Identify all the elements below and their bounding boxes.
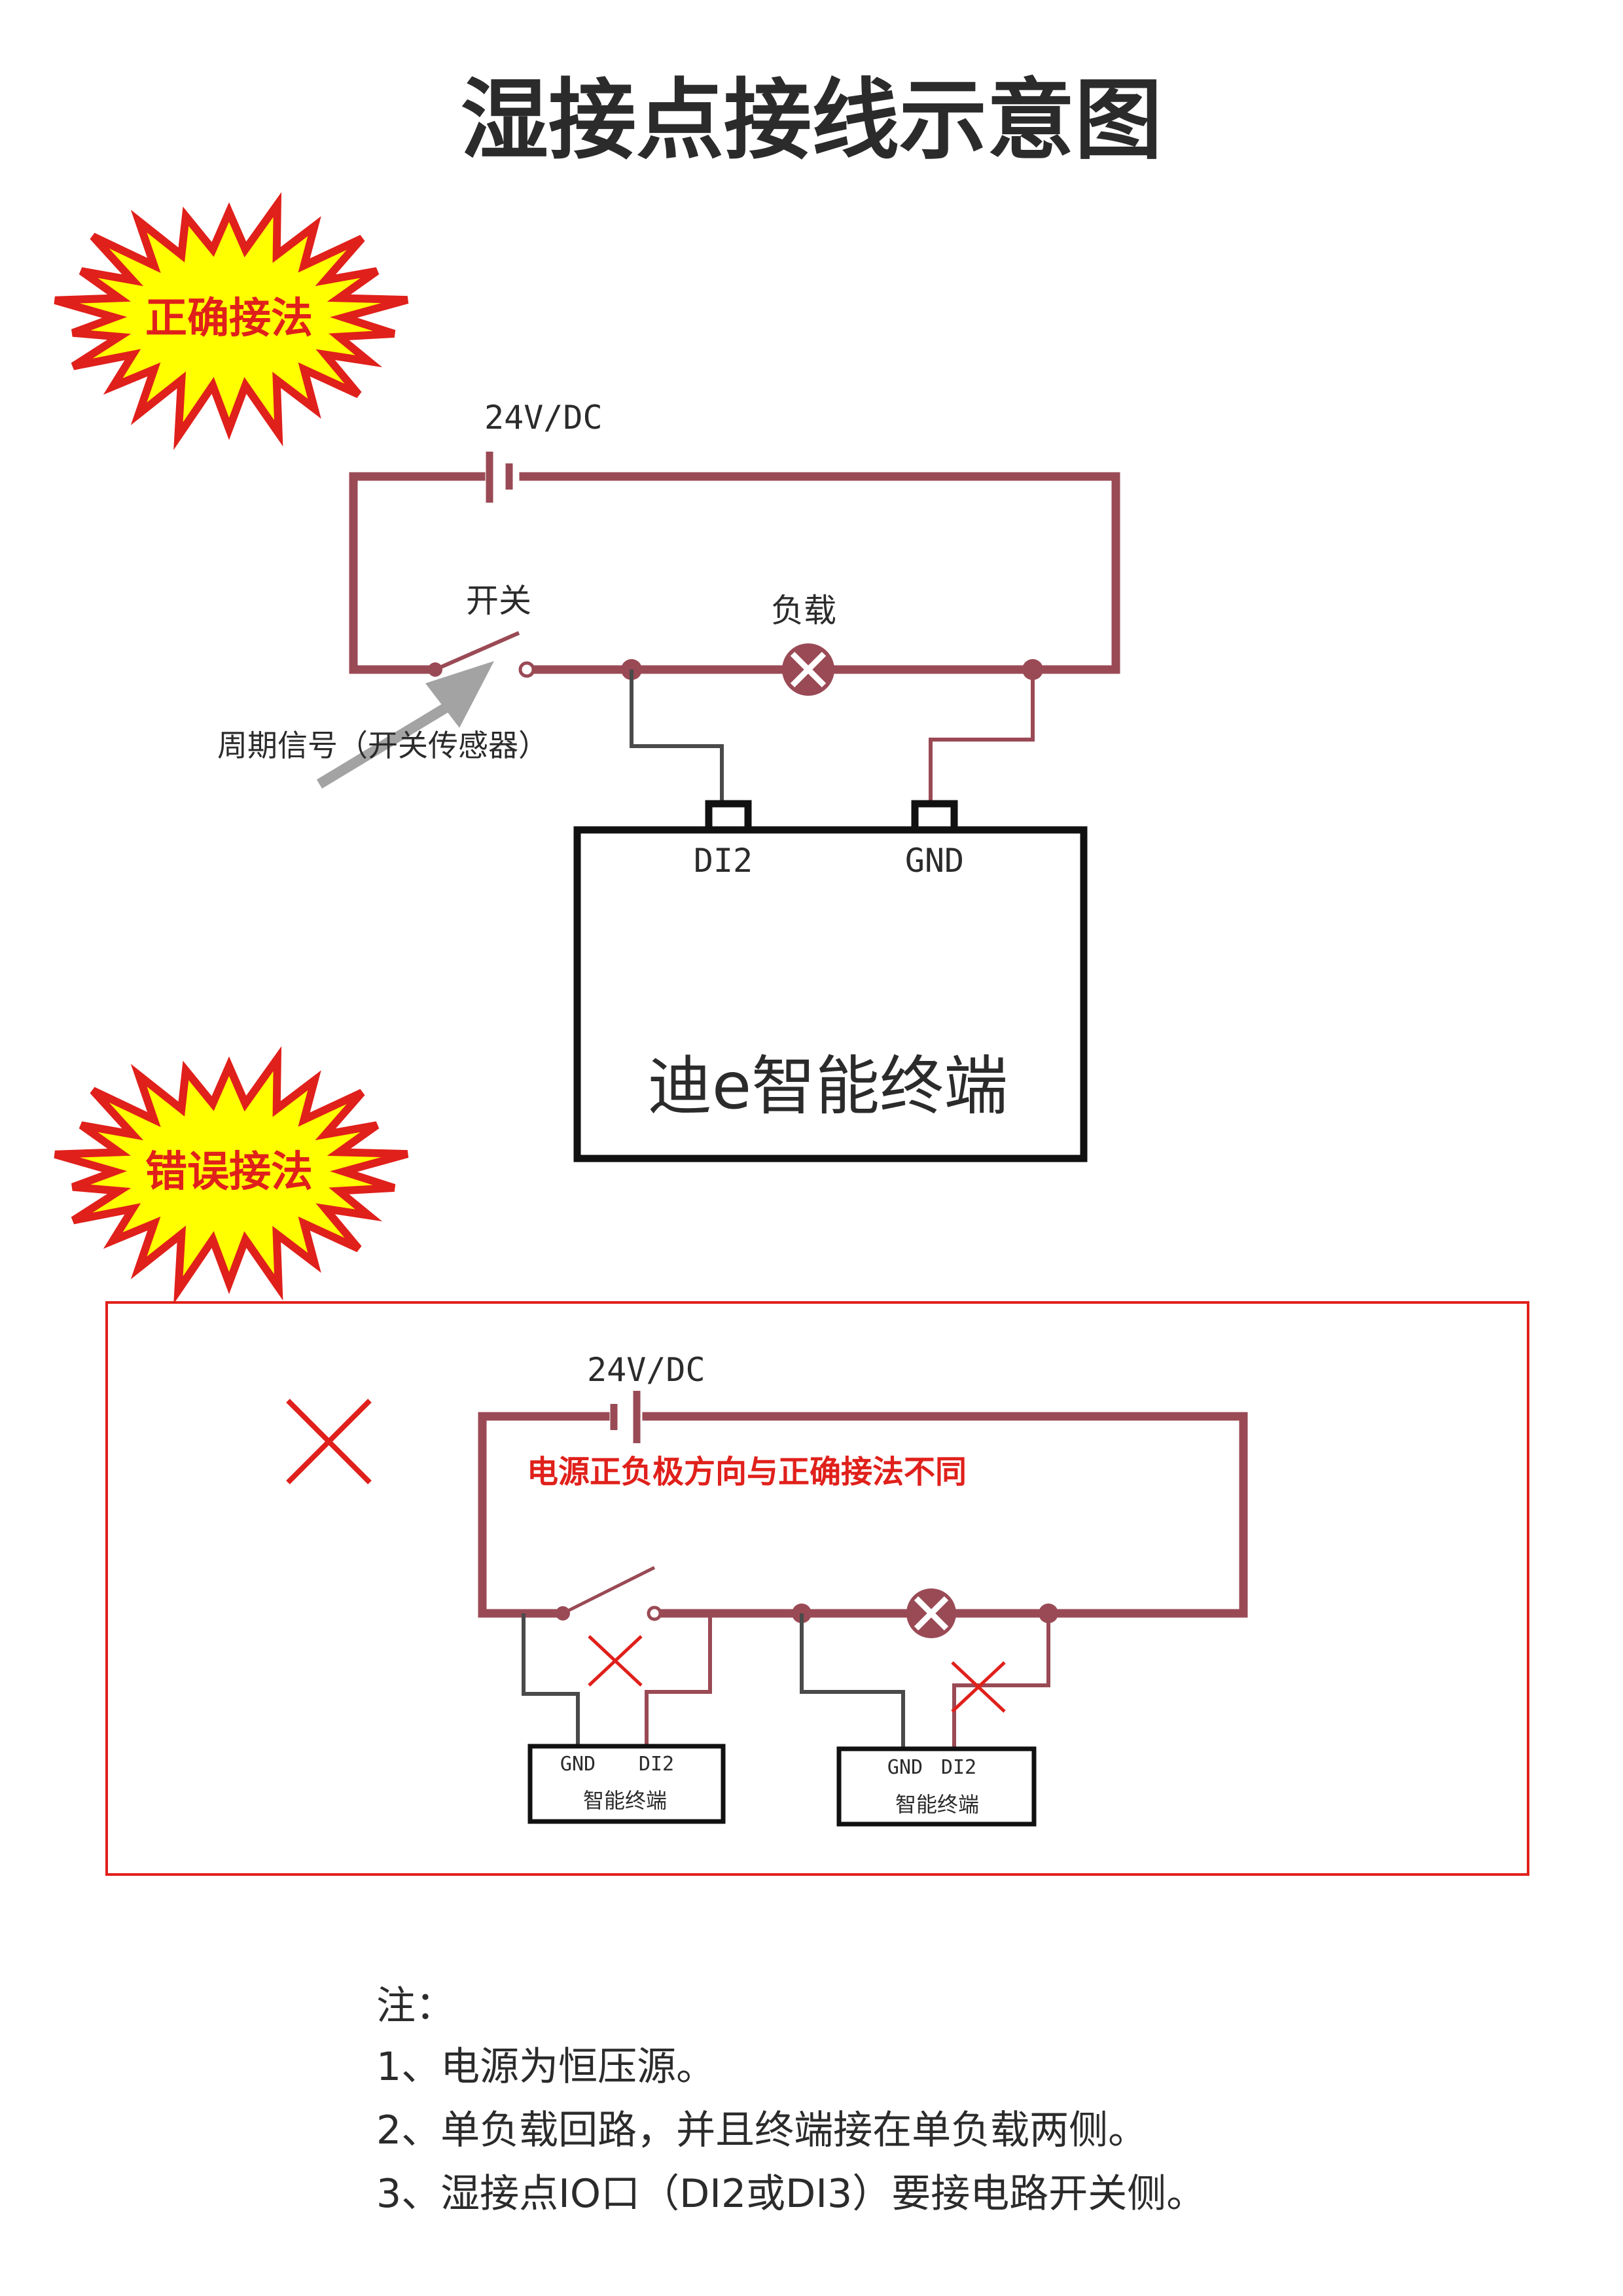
loop-right-wire	[642, 1412, 1248, 1618]
di-branch-wire	[630, 670, 724, 804]
battery-icon	[610, 1391, 641, 1443]
switch-label: 开关	[466, 582, 531, 620]
left-terminal-box	[527, 1744, 726, 1824]
gnd-pin	[911, 800, 958, 834]
left-gnd-label: GND	[560, 1753, 596, 1776]
loop-top-left-wire	[349, 472, 486, 674]
wrong-badge-label: 错误接法	[145, 1148, 313, 1196]
notes-heading: 注：	[376, 1983, 455, 2029]
loop-top-right-wire	[519, 472, 1120, 674]
left-di-wire	[645, 1613, 712, 1746]
right-gnd-wire	[800, 1613, 905, 1748]
loop-left-wire	[478, 1412, 610, 1618]
terminal-box	[573, 826, 1088, 1162]
left-di-label: DI2	[639, 1753, 674, 1776]
wrong-badge: 错误接法	[54, 1046, 409, 1304]
switch-icon	[556, 1566, 662, 1621]
wrong-diagram-frame	[105, 1301, 1529, 1876]
arrow-icon	[316, 661, 494, 789]
notes-section: 注： 1、电源为恒压源。 2、单负载回路，并且终端接在单负载两侧。 3、湿接点I…	[376, 1983, 1205, 2217]
small-x-icon	[588, 1635, 643, 1687]
right-di-wire	[952, 1613, 1050, 1748]
switch-icon	[428, 631, 535, 678]
load-lamp-icon	[782, 643, 834, 696]
left-device-label: 智能终端	[583, 1788, 667, 1813]
load-label: 负载	[771, 592, 836, 630]
note-item: 1、电源为恒压源。	[376, 2044, 715, 2090]
power-label: 24V/DC	[484, 399, 603, 437]
gnd-branch-wire	[929, 670, 1035, 804]
warning-text: 电源正负极方向与正确接法不同	[527, 1454, 967, 1490]
big-x-icon	[286, 1399, 372, 1484]
correct-circuit: 24V/DC 开关 负载 周期信号（开关传感器） DI2 GND 迪e智能终端	[217, 399, 1120, 1162]
note-item: 2、单负载回路，并且终端接在单负载两侧。	[376, 2108, 1147, 2153]
right-device-label: 智能终端	[895, 1792, 979, 1817]
correct-badge-label: 正确接法	[145, 295, 313, 343]
device-label: 迪e智能终端	[648, 1049, 1008, 1124]
battery-icon	[486, 452, 513, 503]
left-gnd-wire	[522, 1613, 580, 1746]
note-item: 3、湿接点IO口（DI2或DI3）要接电路开关侧。	[376, 2171, 1205, 2217]
gnd-label: GND	[905, 842, 964, 880]
page-title: 湿接点接线示意图	[461, 69, 1162, 171]
right-di-label: DI2	[941, 1756, 976, 1779]
di2-label: DI2	[694, 842, 753, 880]
starburst-icon	[54, 1046, 409, 1304]
starburst-icon	[54, 192, 409, 450]
load-lamp-icon	[906, 1588, 956, 1638]
signal-label: 周期信号（开关传感器）	[217, 728, 548, 763]
power-label: 24V/DC	[587, 1351, 705, 1389]
small-x-icon	[951, 1661, 1006, 1713]
right-terminal-box	[836, 1746, 1037, 1827]
wrong-circuit: GND DI2 智能终端 GND DI2 智能终端 24V/DC 电源正负极方向…	[478, 1351, 1248, 1827]
di2-pin	[705, 800, 752, 834]
right-gnd-label: GND	[887, 1756, 923, 1779]
correct-badge: 正确接法	[54, 192, 409, 450]
